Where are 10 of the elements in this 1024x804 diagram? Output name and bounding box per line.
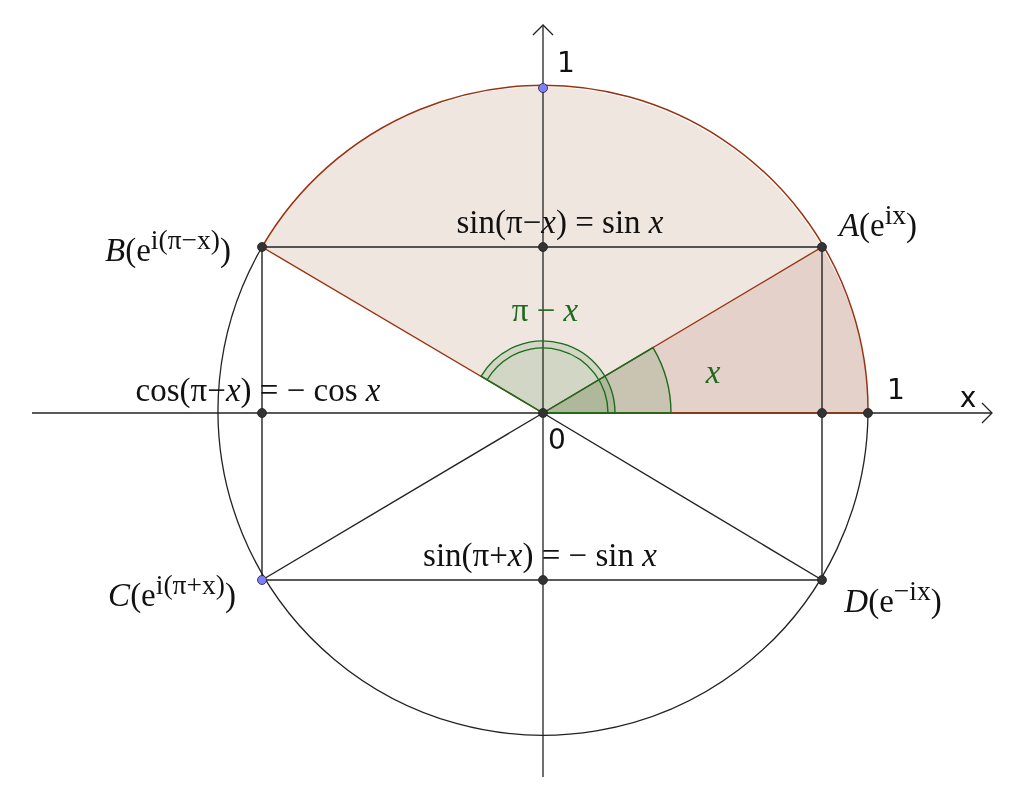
angle-label: π − x xyxy=(511,291,579,329)
point-label: D(e$^{−ix}$) xyxy=(844,576,942,620)
axis-label: x xyxy=(959,382,977,414)
point-label: C(e$^{i(π+x)}$) xyxy=(108,570,236,614)
point-label: A(e$^{ix}$) xyxy=(838,200,918,244)
axis-tick-label: 1 xyxy=(557,47,575,79)
axis-tick-label: 1 xyxy=(887,374,905,406)
angle-label: x xyxy=(705,353,721,391)
origin-label: 0 xyxy=(548,424,566,456)
point-label: B(e$^{i(π−x)}$) xyxy=(105,225,231,269)
